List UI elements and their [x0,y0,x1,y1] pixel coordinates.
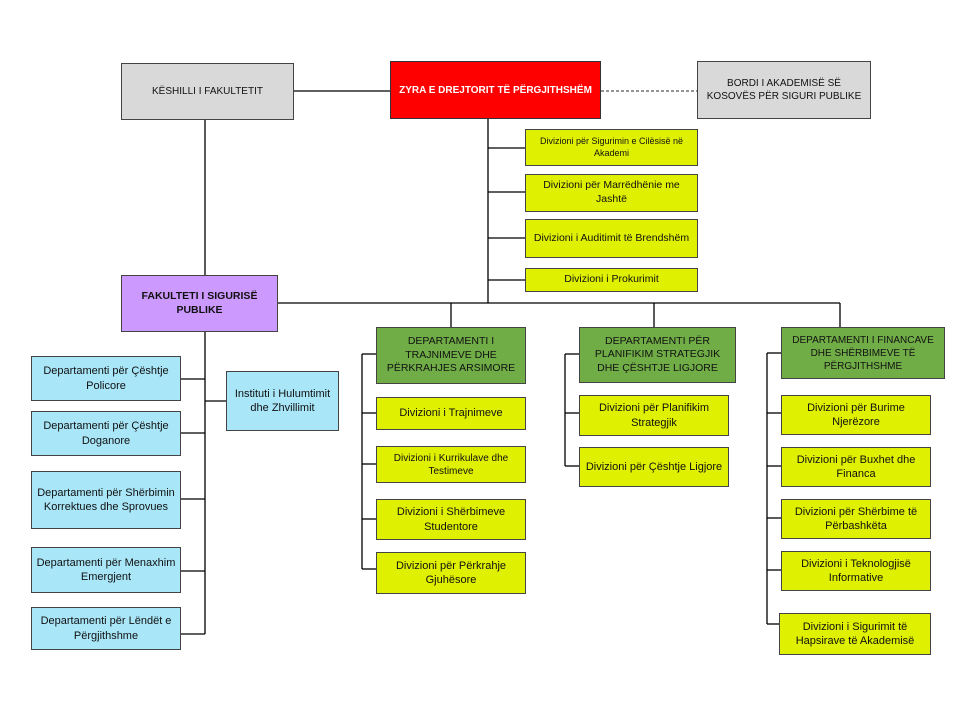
department-planning-label: DEPARTAMENTI PËR PLANIFIKIM STRATEGJIK D… [594,334,721,374]
director-office-label: ZYRA E DREJTORIT TË PËRGJITHSHËM [399,84,592,96]
faculty-department-label: Departamenti për Çështje Policore [43,365,169,392]
division-label: Divizioni i Auditimit të Brendshëm [533,231,690,244]
division-external-relations: Divizioni për Marrëdhënie me Jashtë [525,174,698,212]
division-strategic-planning: Divizioni për Planifikim Strategjik [579,395,729,436]
director-office-box: ZYRA E DREJTORIT TË PËRGJITHSHËM [390,61,601,119]
division-label: Divizioni për Marrëdhënie me Jashtë [543,179,680,205]
council-box: KËSHILLI I FAKULTETIT [121,63,294,120]
faculty-department-label: Departamenti për Menaxhim Emergjent [36,556,176,583]
faculty-department-general-subjects: Departamenti për Lëndët e Përgjithshme [31,607,181,650]
department-planning-box: DEPARTAMENTI PËR PLANIFIKIM STRATEGJIK D… [579,327,736,383]
department-training-box: DEPARTAMENTI I TRAJNIMEVE DHE PËRKRAHJES… [376,327,526,384]
division-label: Divizioni për Përkrahje Gjuhësore [395,559,507,586]
division-label: Divizioni i Teknologjisë Informative [801,557,911,584]
research-institute-box: Instituti i Hulumtimit dhe Zhvillimit [226,371,339,431]
division-label: Divizioni i Kurrikulave dhe Testimeve [393,452,509,477]
research-institute-label: Instituti i Hulumtimit dhe Zhvillimit [234,387,331,414]
division-label: Divizioni i Prokurimit [564,273,659,286]
division-budget-finance: Divizioni për Buxhet dhe Financa [781,447,931,487]
division-label: Divizioni për Shërbime të Përbashkëta [794,505,918,532]
faculty-department-label: Departamenti për Lëndët e Përgjithshme [40,615,172,642]
division-curricula-testing: Divizioni i Kurrikulave dhe Testimeve [376,446,526,483]
division-label: Divizioni i Trajnimeve [399,407,503,420]
board-box: BORDI I AKADEMISË SË KOSOVËS PËR SIGURI … [697,61,871,119]
division-student-services: Divizioni i Shërbimeve Studentore [376,499,526,540]
faculty-department-customs: Departamenti për Çështje Doganore [31,411,181,456]
department-finance-label: DEPARTAMENTI I FINANCAVE DHE SHËRBIMEVE … [792,334,934,372]
faculty-department-corrections: Departamenti për Shërbimin Korrektues dh… [31,471,181,529]
division-human-resources: Divizioni për Burime Njerëzore [781,395,931,435]
division-label: Divizioni për Planifikim Strategjik [598,402,710,429]
council-label: KËSHILLI I FAKULTETIT [152,86,263,97]
faculty-department-label: Departamenti për Çështje Doganore [43,420,169,447]
division-label: Divizioni për Buxhet dhe Financa [796,453,916,480]
division-information-technology: Divizioni i Teknologjisë Informative [781,551,931,591]
board-label: BORDI I AKADEMISË SË KOSOVËS PËR SIGURI … [706,78,862,102]
division-language-support: Divizioni për Përkrahje Gjuhësore [376,552,526,594]
department-training-label: DEPARTAMENTI I TRAJNIMEVE DHE PËRKRAHJES… [386,335,516,375]
division-label: Divizioni për Sigurimin e Cilësisë në Ak… [539,135,684,158]
division-label: Divizioni i Sigurimit të Hapsirave të Ak… [795,620,915,647]
faculty-department-police: Departamenti për Çështje Policore [31,356,181,401]
faculty-label: FAKULTETI I SIGURISË PUBLIKE [141,289,258,316]
division-internal-audit: Divizioni i Auditimit të Brendshëm [525,219,698,258]
division-legal-affairs: Divizioni për Çështje Ligjore [579,447,729,487]
division-label: Divizioni për Çështje Ligjore [585,460,723,473]
division-label: Divizioni për Burime Njerëzore [807,401,905,428]
division-quality-assurance: Divizioni për Sigurimin e Cilësisë në Ak… [525,129,698,166]
division-procurement: Divizioni i Prokurimit [525,268,698,292]
division-trainings: Divizioni i Trajnimeve [376,397,526,430]
division-premises-security: Divizioni i Sigurimit të Hapsirave të Ak… [779,613,931,655]
department-finance-box: DEPARTAMENTI I FINANCAVE DHE SHËRBIMEVE … [781,327,945,379]
faculty-box: FAKULTETI I SIGURISË PUBLIKE [121,275,278,332]
division-shared-services: Divizioni për Shërbime të Përbashkëta [781,499,931,539]
faculty-department-label: Departamenti për Shërbimin Korrektues dh… [37,486,175,513]
division-label: Divizioni i Shërbimeve Studentore [396,506,506,533]
faculty-department-emergency: Departamenti për Menaxhim Emergjent [31,547,181,593]
